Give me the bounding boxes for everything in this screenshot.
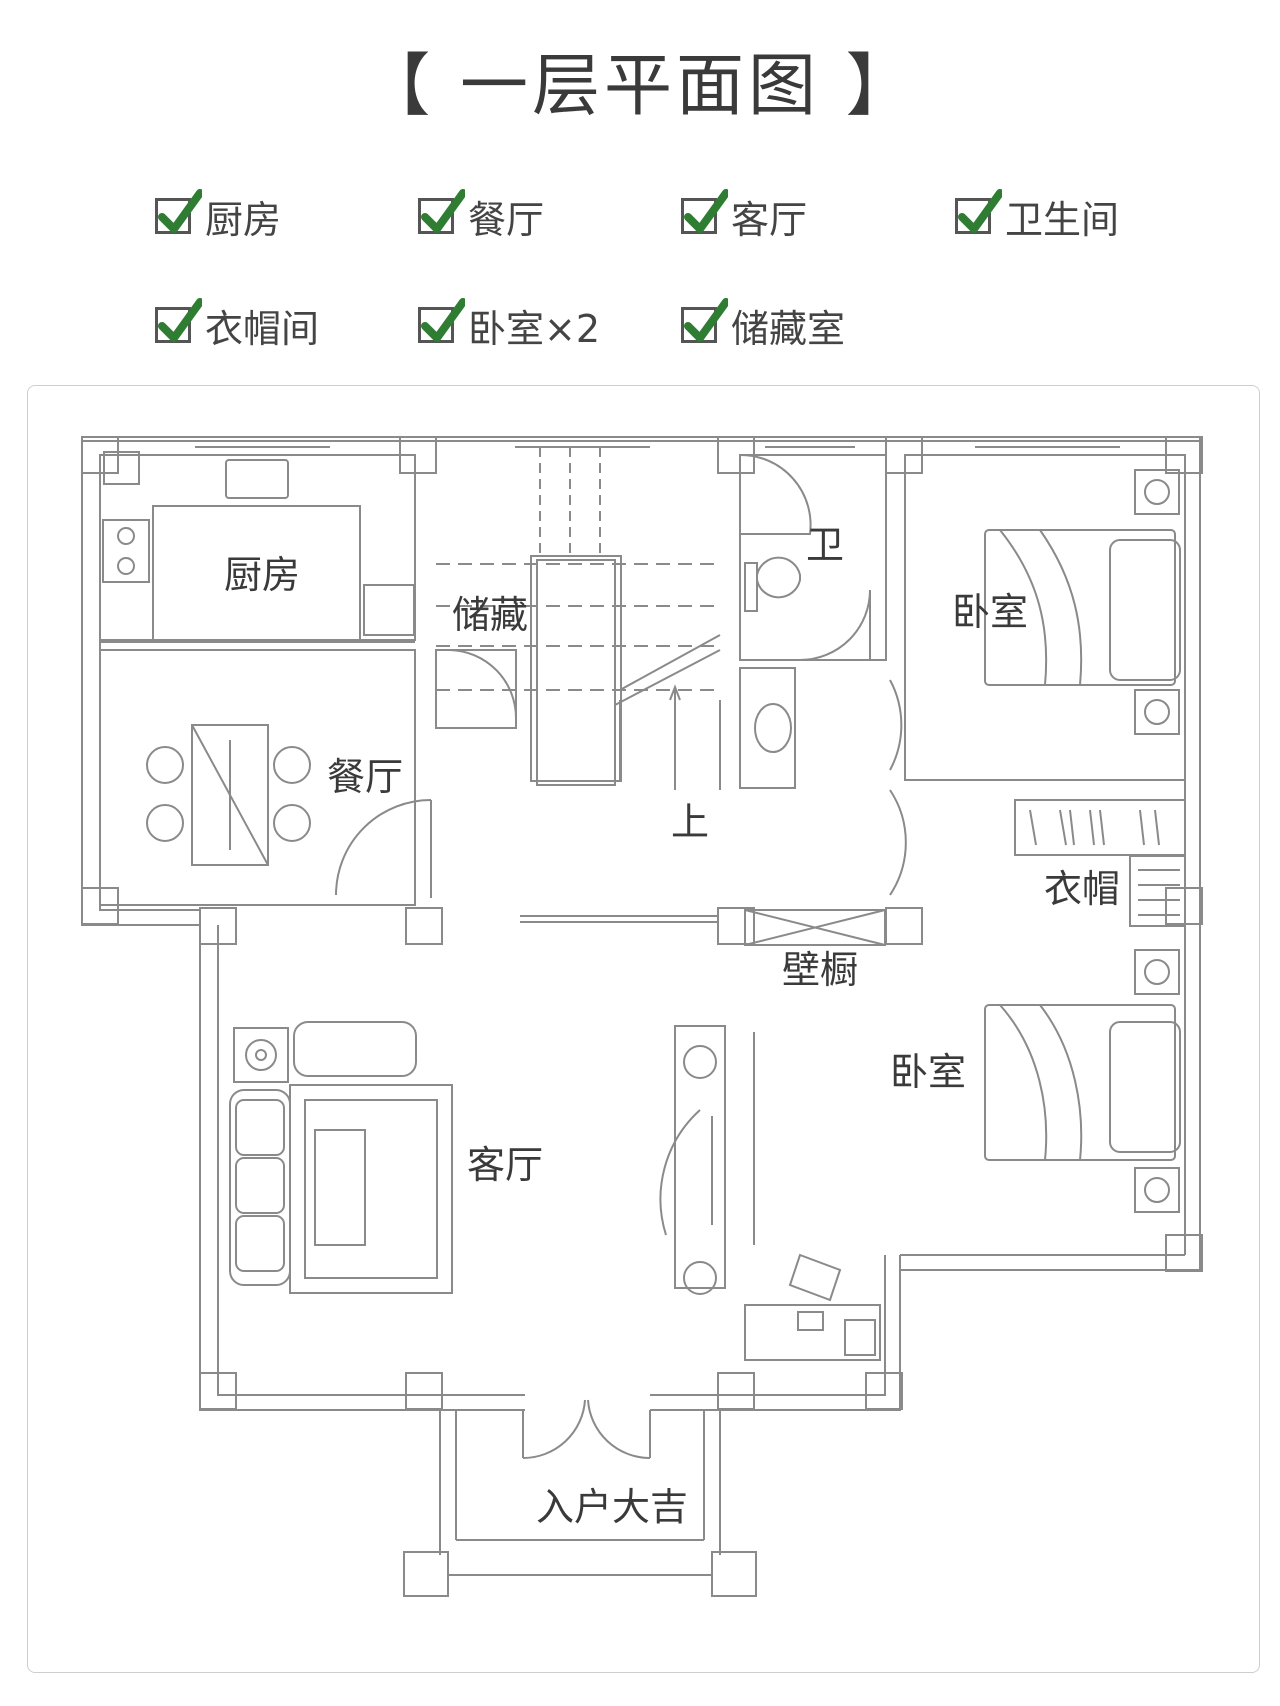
feature-label: 卧室×2 xyxy=(468,306,601,351)
room-label-entrance: 入户大吉 xyxy=(536,1485,688,1529)
feature-bathroom: 卫生间 xyxy=(955,186,1119,246)
checkmark-icon xyxy=(418,189,465,234)
room-label-stairs-up: 上 xyxy=(671,800,709,844)
room-label-bathroom: 卫 xyxy=(806,523,844,567)
room-label-storage: 储藏 xyxy=(452,593,528,637)
checkmark-icon xyxy=(955,189,1002,234)
feature-label: 客厅 xyxy=(731,197,808,242)
room-label-bedroom-bottom: 卧室 xyxy=(890,1050,966,1094)
room-label-living: 客厅 xyxy=(467,1143,543,1187)
room-label-closet: 壁橱 xyxy=(782,948,858,992)
page-title: 【 一层平面图 】 xyxy=(362,47,918,126)
checkmark-icon xyxy=(681,189,728,234)
feature-living: 客厅 xyxy=(681,186,807,246)
checkmark-icon xyxy=(155,189,202,234)
feature-label: 餐厅 xyxy=(468,197,545,242)
feature-cloakroom: 衣帽间 xyxy=(155,295,319,355)
feature-label: 厨房 xyxy=(205,197,282,242)
room-label-bedroom-top: 卧室 xyxy=(952,590,1028,634)
feature-bedrooms: 卧室×2 xyxy=(418,295,600,355)
room-label-kitchen: 厨房 xyxy=(224,553,300,597)
checkmark-icon xyxy=(155,298,202,343)
room-label-dining: 餐厅 xyxy=(327,755,403,799)
room-label-cloakroom: 衣帽 xyxy=(1044,867,1120,911)
feature-list: 厨房 餐厅 客厅 卫生间 衣帽间 卧室×2 储藏室 xyxy=(0,0,1280,380)
feature-kitchen: 厨房 xyxy=(155,186,281,246)
checkmark-icon xyxy=(681,298,728,343)
feature-storage: 储藏室 xyxy=(681,295,845,355)
feature-label: 储藏室 xyxy=(731,306,846,351)
feature-label: 卫生间 xyxy=(1005,197,1120,242)
checkmark-icon xyxy=(418,298,465,343)
feature-dining: 餐厅 xyxy=(418,186,544,246)
feature-label: 衣帽间 xyxy=(205,306,320,351)
